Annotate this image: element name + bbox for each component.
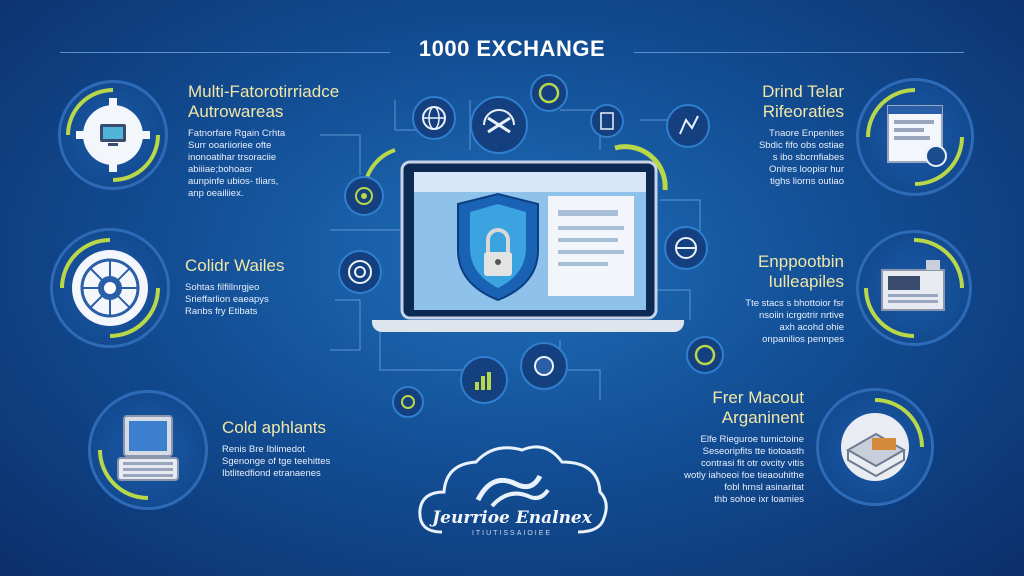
- right-ring-2: [856, 230, 972, 346]
- right-ring-1: [856, 78, 974, 196]
- left-item-1: Multi-Fatorotirriadce Autrowareas Fatnor…: [188, 82, 388, 200]
- node-7: [664, 226, 708, 270]
- left-item-3-heading-1: Cold aphlants: [222, 418, 326, 437]
- node-11: [460, 356, 508, 404]
- left-ring-1: [58, 80, 168, 190]
- title-rule-left: [60, 52, 390, 53]
- right-item-3: Frer Macout Arganinent Elfe Rieguroe tum…: [640, 388, 804, 506]
- left-item-2: Colidr Wailes Sohtas filfillnrgjeo Srief…: [185, 256, 365, 318]
- right-item-1-heading-1: Drind Telar: [762, 82, 844, 101]
- right-ring-3: [816, 388, 934, 506]
- node-2: [470, 96, 528, 154]
- left-item-1-body: Fatnorfare Rgain Crhta Surr ooariioriee …: [188, 128, 286, 199]
- cycle-icon: [694, 344, 716, 366]
- cloud-tagline: ITIUTISSAIOIEE: [471, 530, 553, 537]
- node-4: [666, 104, 710, 148]
- cloud-brand: Jeurrioe Enalnex: [432, 508, 592, 528]
- document-window-icon: [866, 88, 964, 186]
- globe-icon: [422, 106, 446, 130]
- key-icon: [534, 356, 554, 376]
- left-ring-2: [50, 228, 170, 348]
- refresh-icon: [538, 82, 560, 104]
- node-1: [412, 96, 456, 140]
- node-12: [520, 342, 568, 390]
- right-item-2-body: Tte stacs s bhottoior fsr nsoiin icrgotr…: [745, 298, 844, 345]
- gear-icon: [355, 187, 373, 205]
- chart-icon: [679, 115, 699, 135]
- right-item-3-heading-1: Frer Macout: [712, 388, 804, 407]
- right-item-2-heading-1: Enppootbin: [757, 252, 844, 271]
- laptop-icon: [98, 415, 179, 500]
- node-8: [338, 250, 382, 294]
- right-item-3-heading-2: Arganinent: [721, 408, 804, 427]
- cloud-logo: [418, 445, 608, 534]
- bar-chart-icon: [475, 372, 491, 390]
- left-item-2-heading-1: Colidr Wailes: [185, 256, 285, 275]
- coin-icon: [401, 395, 415, 409]
- network-hub-icon: [60, 238, 160, 338]
- steering-icon: [675, 237, 697, 259]
- right-item-1-body: Tnaore Enpenites Sbdic fifo obs ostiae s…: [758, 128, 844, 187]
- chip-box-icon: [841, 398, 924, 481]
- node-5: [590, 104, 624, 138]
- title-rule-right: [634, 52, 964, 53]
- right-item-1: Drind Telar Rifeoraties Tnaore Enpenites…: [650, 82, 844, 188]
- laptop-base: [372, 320, 684, 332]
- right-item-1-heading-2: Rifeoraties: [762, 102, 844, 121]
- swirl-logo-icon: [475, 474, 550, 508]
- right-item-2-heading-2: Iulleapiles: [768, 272, 844, 291]
- target-icon: [348, 260, 372, 284]
- node-6: [344, 176, 384, 216]
- right-item-2: Enppootbin Iulleapiles Tte stacs s bhott…: [650, 252, 844, 346]
- left-item-1-heading-1: Multi-Fatorotirriadce: [188, 82, 340, 101]
- right-item-3-body: Elfe Rieguroe tumictoine Seseoripfits tt…: [684, 434, 804, 505]
- left-item-3: Cold aphlants Renis Bre Iblimedot Sgenon…: [222, 418, 402, 480]
- center-laptop: [398, 160, 660, 332]
- node-10: [392, 386, 424, 418]
- clipboard-icon: [600, 112, 614, 130]
- left-item-1-heading-2: Autrowareas: [188, 102, 284, 121]
- exchange-icon: [483, 109, 515, 134]
- shield-lock-icon: [400, 160, 658, 320]
- left-item-2-body: Sohtas filfillnrgjeo Srieffarlion eaeapy…: [185, 282, 269, 317]
- left-ring-3: [88, 390, 208, 510]
- monitor-gear-icon: [66, 88, 160, 182]
- left-item-3-body: Renis Bre Iblimedot Sgenonge of tge teeh…: [222, 444, 331, 479]
- server-box-icon: [864, 238, 964, 338]
- page-title: 1000 EXCHANGE: [418, 36, 606, 61]
- node-9: [686, 336, 724, 374]
- node-3: [530, 74, 568, 112]
